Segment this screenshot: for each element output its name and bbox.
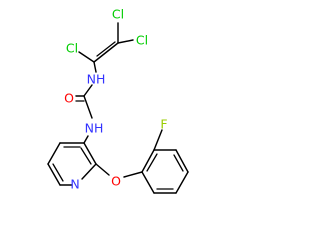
pyridine-bond-c5-c6-inner xyxy=(52,163,64,182)
bond-carbonyl-nh xyxy=(83,95,93,119)
bond-nh-carbonyl xyxy=(83,84,93,97)
bond-c1-cl-left xyxy=(78,51,95,63)
pyridine-bond-c2-c3 xyxy=(83,142,97,165)
atom-cl-top: Cl xyxy=(112,7,124,22)
atom-nh-upper: NH xyxy=(87,72,106,87)
bond-phenyl-f xyxy=(153,129,163,151)
phenyl-bond-3-4 xyxy=(175,149,189,173)
bond-pyridine-o xyxy=(95,163,110,176)
bond-nh-pyridine xyxy=(83,135,89,144)
bond-c2-cl-right xyxy=(117,39,134,44)
phenyl-bond-1-2 xyxy=(141,149,155,173)
pyridine-bond-c2-c3-inner xyxy=(80,147,92,165)
bond-c1-nh xyxy=(93,61,97,73)
molecule-structure: Cl Cl Cl NH O NH F N O xyxy=(47,7,189,194)
pyridine-bond-c4-c5 xyxy=(47,142,61,165)
phenyl-bond-6-1 xyxy=(141,171,155,194)
atom-n-pyridine: N xyxy=(70,177,79,192)
bond-c1-c2-double xyxy=(96,41,116,57)
phenyl-bond-4-5 xyxy=(175,171,189,194)
atom-f: F xyxy=(160,117,167,132)
bond-c1-c2 xyxy=(93,42,119,63)
phenyl-bond-3-4-inner xyxy=(173,154,184,172)
pyridine-bond-n-c2 xyxy=(81,163,97,180)
atom-o-ether: O xyxy=(111,174,121,189)
atom-cl-upper-left: Cl xyxy=(66,41,78,56)
bond-o-phenyl xyxy=(123,171,143,178)
phenyl-bond-1-2-inner xyxy=(146,153,158,172)
atom-labels: Cl Cl Cl NH O NH F N O xyxy=(64,7,168,192)
pyridine-bond-c5-c6 xyxy=(47,163,61,186)
atom-cl-right: Cl xyxy=(136,33,148,48)
atom-nh-lower: NH xyxy=(85,121,104,136)
atom-o-carbonyl: O xyxy=(64,91,74,106)
bonds xyxy=(47,22,189,194)
